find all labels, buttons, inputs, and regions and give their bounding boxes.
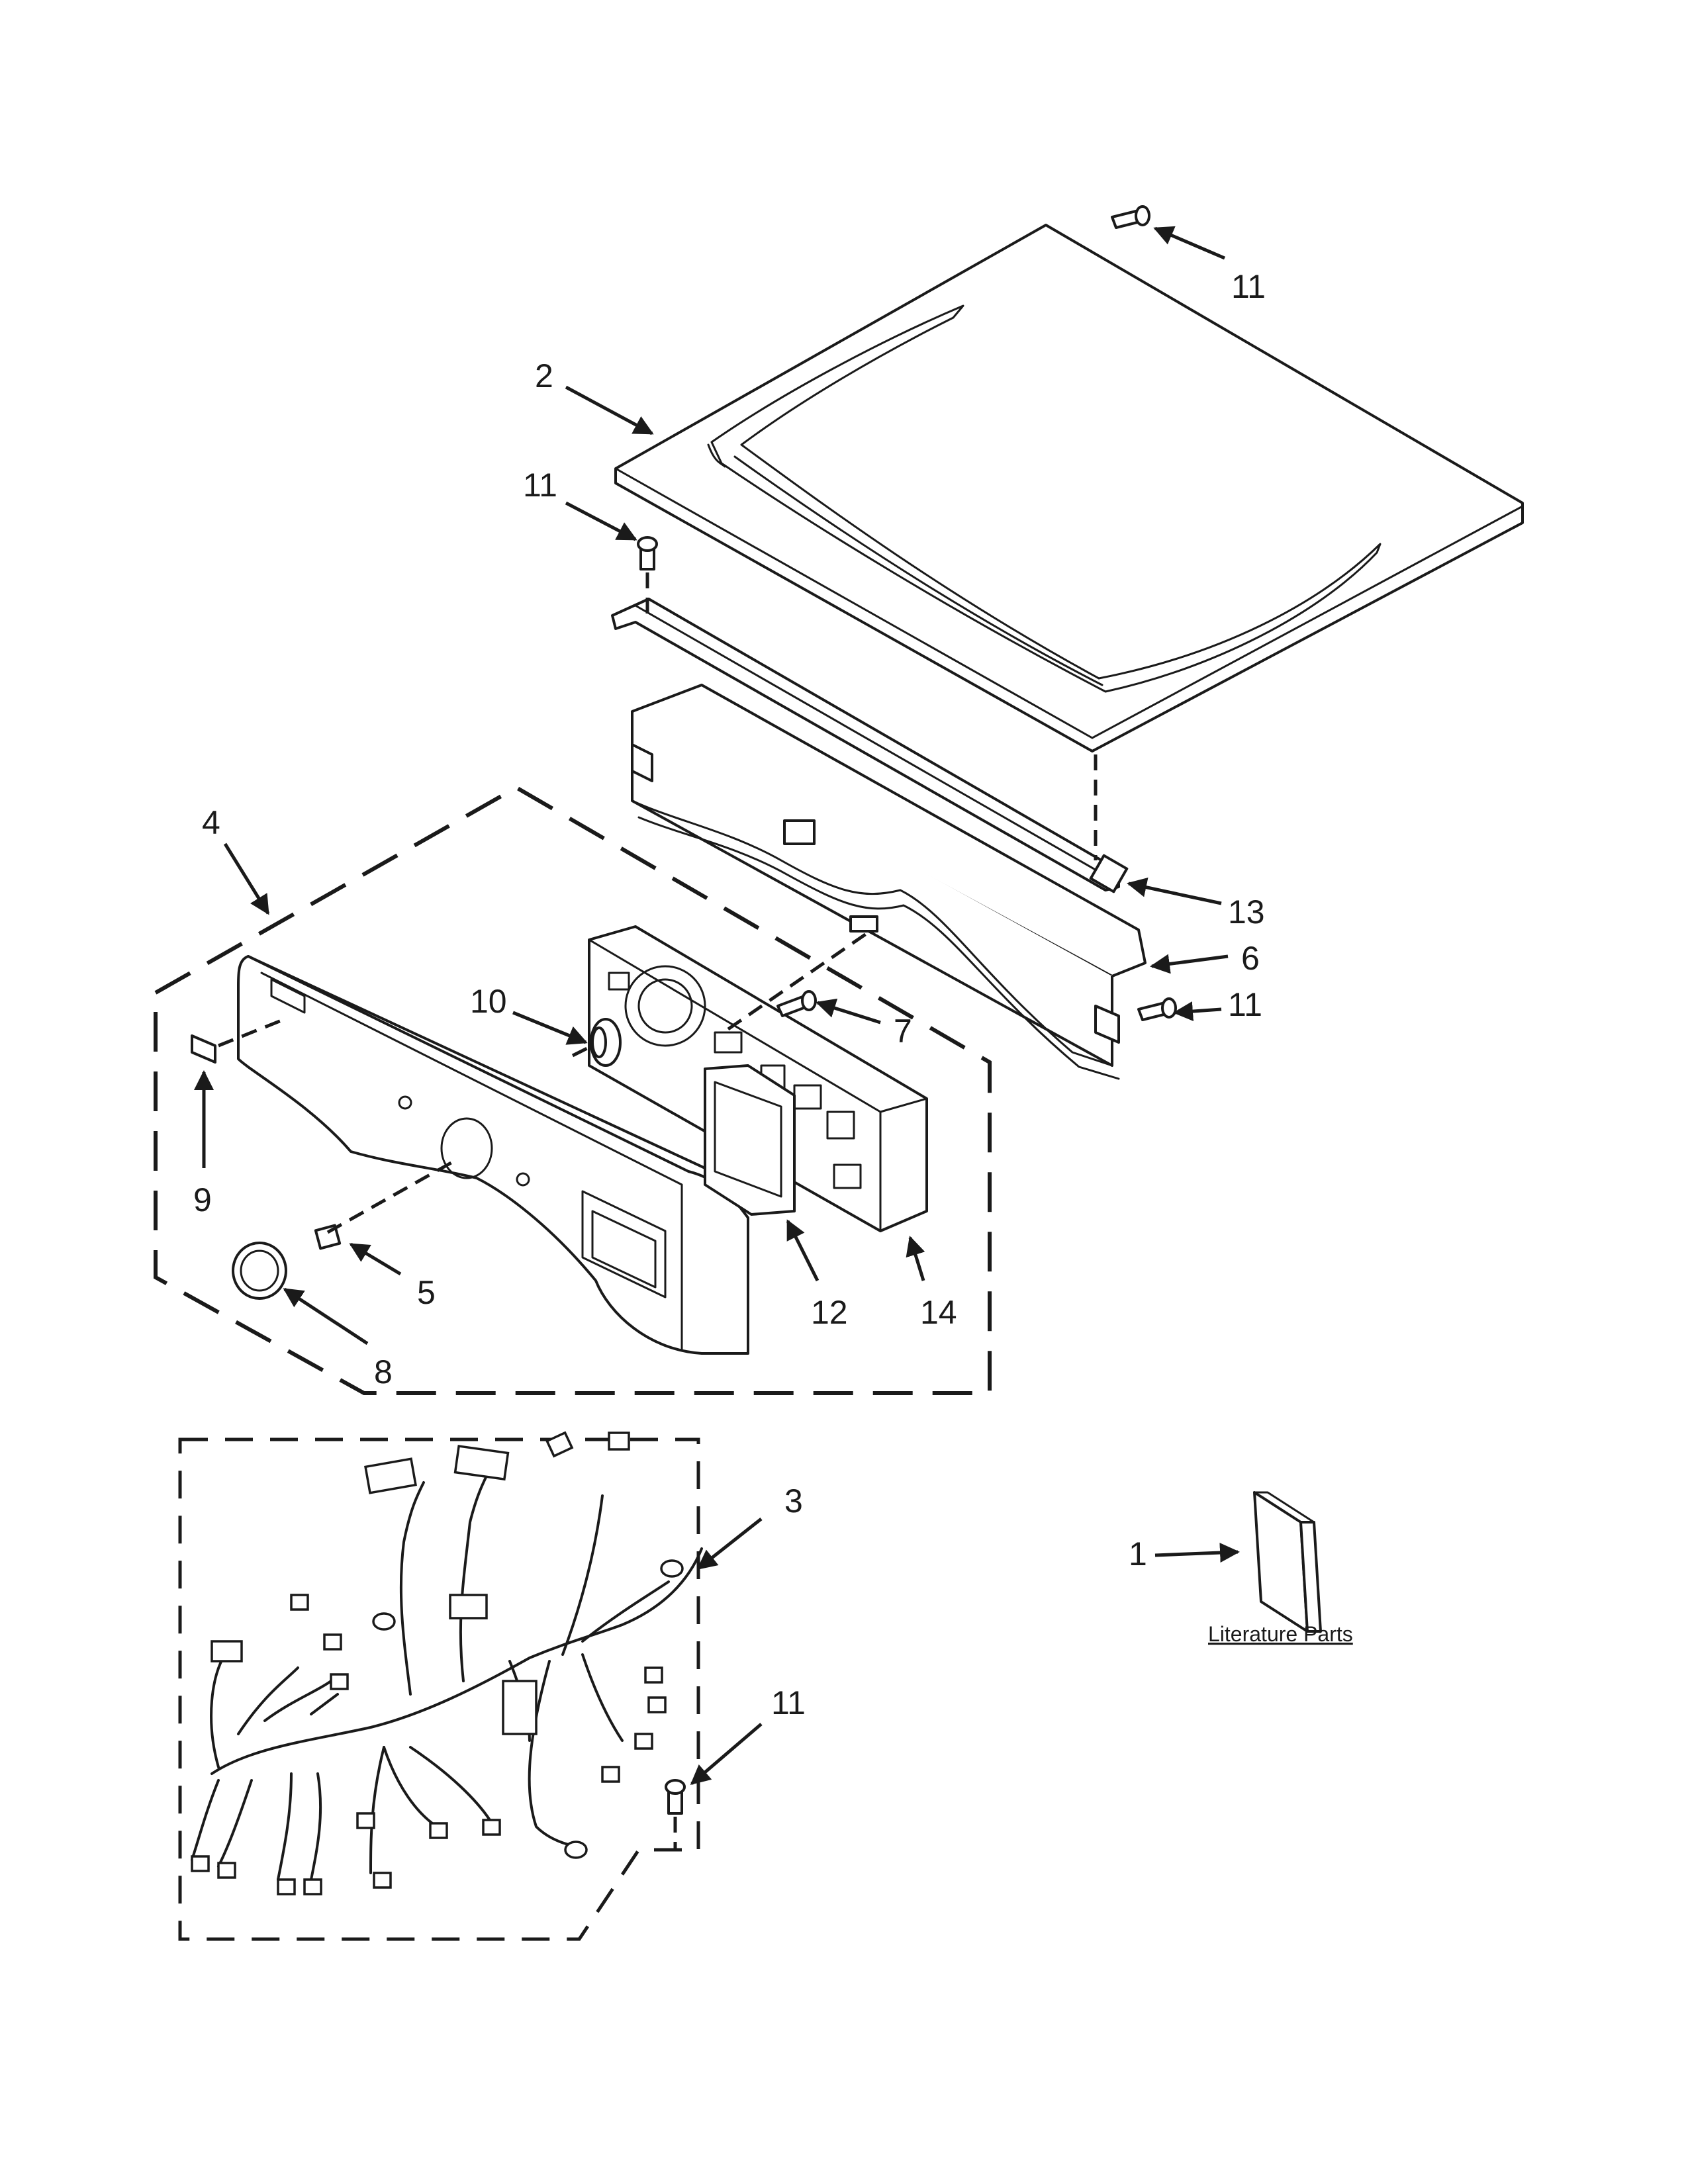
top-panel [614, 224, 1524, 752]
screw-mid-right [1137, 997, 1177, 1021]
screw-top-left [637, 536, 658, 570]
callout-11-mid-right: 11 [1228, 986, 1262, 1023]
assembly-line-board [727, 931, 868, 1031]
callout-1: 1 [1129, 1535, 1147, 1572]
console-support [631, 684, 1147, 1080]
callout-9: 9 [193, 1181, 212, 1218]
knob-adapter [314, 1224, 342, 1250]
callout-6: 6 [1241, 940, 1260, 977]
callout-11-top-right: 11 [1231, 268, 1266, 305]
callout-8: 8 [374, 1353, 393, 1390]
callout-14: 14 [920, 1294, 957, 1331]
callout-10: 10 [470, 983, 507, 1020]
literature-parts-label[interactable]: Literature Parts [1208, 1622, 1353, 1646]
callout-11-harness: 11 [771, 1684, 806, 1721]
callout-3: 3 [784, 1482, 803, 1520]
callout-7: 7 [894, 1013, 912, 1050]
callout-13: 13 [1228, 893, 1265, 931]
button [191, 1034, 216, 1064]
encoder [590, 1018, 622, 1067]
assembly-line-button [218, 1017, 285, 1048]
callout-5: 5 [417, 1274, 436, 1311]
callout-11-top-left: 11 [523, 467, 557, 504]
callout-12: 12 [811, 1294, 848, 1331]
callout-leaders [194, 226, 1240, 1785]
screw-top-right [1111, 205, 1150, 229]
callout-4: 4 [202, 804, 220, 841]
callout-2: 2 [535, 357, 553, 394]
screw-harness [665, 1779, 686, 1815]
screw-part-7 [776, 990, 817, 1017]
knob [232, 1242, 287, 1300]
lcd-display [704, 1064, 796, 1216]
assembly-line-knob [326, 1160, 455, 1234]
wire-harness-group [178, 1431, 703, 1941]
literature-booklet [1253, 1491, 1322, 1633]
console-bracket [611, 598, 1129, 893]
assembly-line-encoder [571, 1044, 594, 1058]
console-panel-group [154, 785, 992, 1395]
